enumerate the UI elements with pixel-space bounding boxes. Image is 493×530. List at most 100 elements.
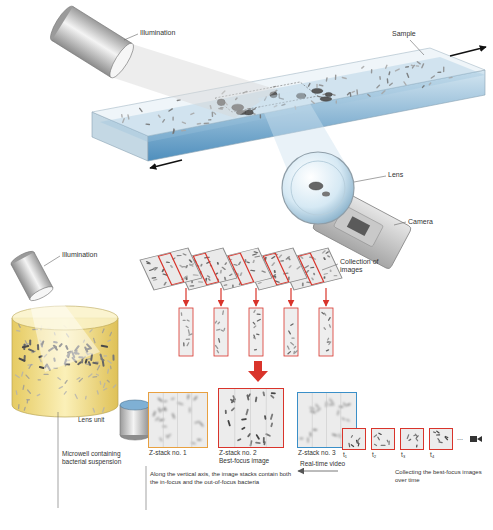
bacteria-cluster [312,88,323,93]
bacterium [18,404,20,409]
image-strip [284,308,298,356]
bacterium [350,92,352,97]
video-icon [477,436,482,442]
bacterium [139,107,143,112]
best-focus-image: Z-stack no. 2Best-focus image [218,388,284,448]
bacterium [311,100,316,104]
bacterium [255,442,261,444]
bacterium [293,351,295,355]
bacterium [206,275,210,278]
bacterium [225,410,227,414]
bacterium [388,440,389,445]
image-frame [140,248,202,290]
bacterium [223,284,227,286]
bacterium [381,445,386,446]
illumination-cylinder [47,3,138,80]
bacterium [22,385,24,390]
motion-arrow [150,160,182,168]
bacterium [237,438,242,441]
bacterium [122,118,125,124]
bacterium [326,77,328,82]
bacterium [253,309,256,313]
bacterium [321,312,325,315]
node-caption: Z-stack no. 3 [298,449,373,457]
bacterium [346,403,351,406]
image-content [219,389,283,447]
bacterium [253,337,257,340]
bacterium [256,333,260,335]
video-icon [470,436,477,442]
cylinder-face [28,284,55,303]
bacterium [307,437,309,443]
bacterium [326,349,330,352]
bacterium [188,329,190,334]
bacterium [444,436,448,440]
bacterium [376,84,380,88]
bacterium [378,432,382,435]
bacterium [155,416,160,421]
bacterium [179,264,184,267]
bacterium [416,61,421,65]
bacterium [64,380,68,385]
selection-arrow [185,288,186,306]
bacterium [164,407,167,412]
magnified-bacteria [322,192,330,197]
bacterium [172,116,173,120]
strip-bacteria [252,309,261,350]
bacterium [358,443,360,447]
bacterium [158,407,162,412]
strip-outline [158,253,183,285]
bacterium [403,81,407,86]
bacterium [246,261,250,263]
node-caption: Z-stack no. 1 [149,449,224,457]
bacterium [332,433,338,437]
bacterium [241,418,247,421]
bacterium [290,342,295,346]
bacterium [112,384,116,388]
leader-line [394,222,406,225]
bacterium [198,281,203,282]
bacterium [287,351,291,355]
motion-arrow [450,47,486,56]
bacterium [437,71,441,73]
bacterium [288,330,291,335]
bacterium [85,396,87,400]
bacterium [28,364,32,370]
leader-line [146,466,147,510]
bacterium [338,433,340,438]
bacterium [256,319,261,322]
bacterium [27,389,32,394]
bacterium [325,251,329,254]
bacterium [186,342,189,347]
bacterium [386,439,388,442]
bacterium [127,114,130,120]
selection-arrow [325,288,326,306]
bacterium [15,374,21,378]
bacterium [351,90,355,93]
bacterium [165,434,169,438]
bacterium [162,426,167,428]
bacterium [103,382,106,388]
bacterium [153,279,158,281]
bacterium [26,400,28,404]
bacterium [415,65,419,67]
image-strip [249,308,263,356]
bacterium [63,391,67,395]
bacterium [168,108,173,112]
bacterium [21,371,24,377]
bacterium [97,365,101,371]
bacterium [374,443,378,446]
bacterium [92,362,98,365]
bacterium [252,260,255,263]
bacterium [428,82,431,86]
bacterium [96,390,99,395]
cylinder-outline [11,264,30,299]
image-subcaption: Best-focus image [219,457,302,465]
bacterium [93,338,96,344]
bacterium [159,418,165,421]
timeline-arrow [298,471,338,472]
bacterium [271,262,275,266]
bacterium [36,394,40,397]
bacterium [261,270,266,273]
light-beam [111,44,278,118]
